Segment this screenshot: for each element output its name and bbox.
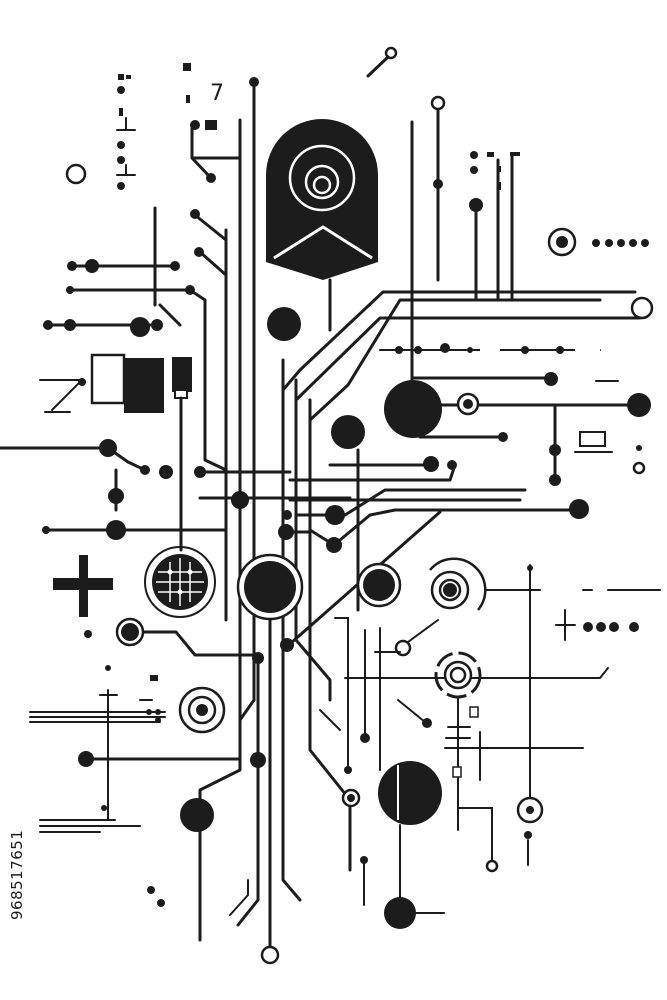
right-middle-rings [356,557,661,811]
lower-center-components [319,617,609,929]
upper-left-branches [43,120,242,472]
center-ring [236,553,304,621]
top-left-marks: 7 [65,46,398,190]
middle-left-components [0,353,352,552]
diagonal-harness [281,290,654,486]
upper-right-traces [410,95,649,382]
central-crossings [278,448,589,652]
stock-id-label: 968517651 [4,770,34,920]
stock-id-text: 968517651 [8,829,26,920]
vertical-bus [198,77,352,965]
left-plus-and-chip [53,546,264,664]
shield-emblem [266,119,378,341]
lower-left-components [29,665,266,916]
number-glyph: 7 [210,81,224,106]
